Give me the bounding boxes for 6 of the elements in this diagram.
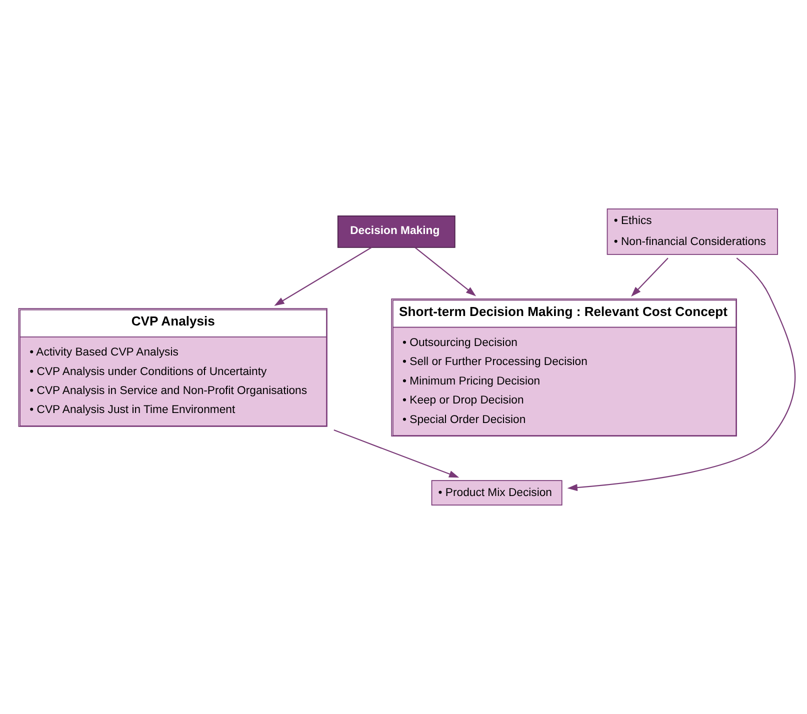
arrow	[334, 429, 460, 478]
arrow	[631, 258, 668, 297]
arrow	[274, 246, 372, 306]
node-box: Decision Making	[337, 216, 456, 248]
arrow	[414, 246, 476, 296]
arrow	[567, 258, 796, 492]
